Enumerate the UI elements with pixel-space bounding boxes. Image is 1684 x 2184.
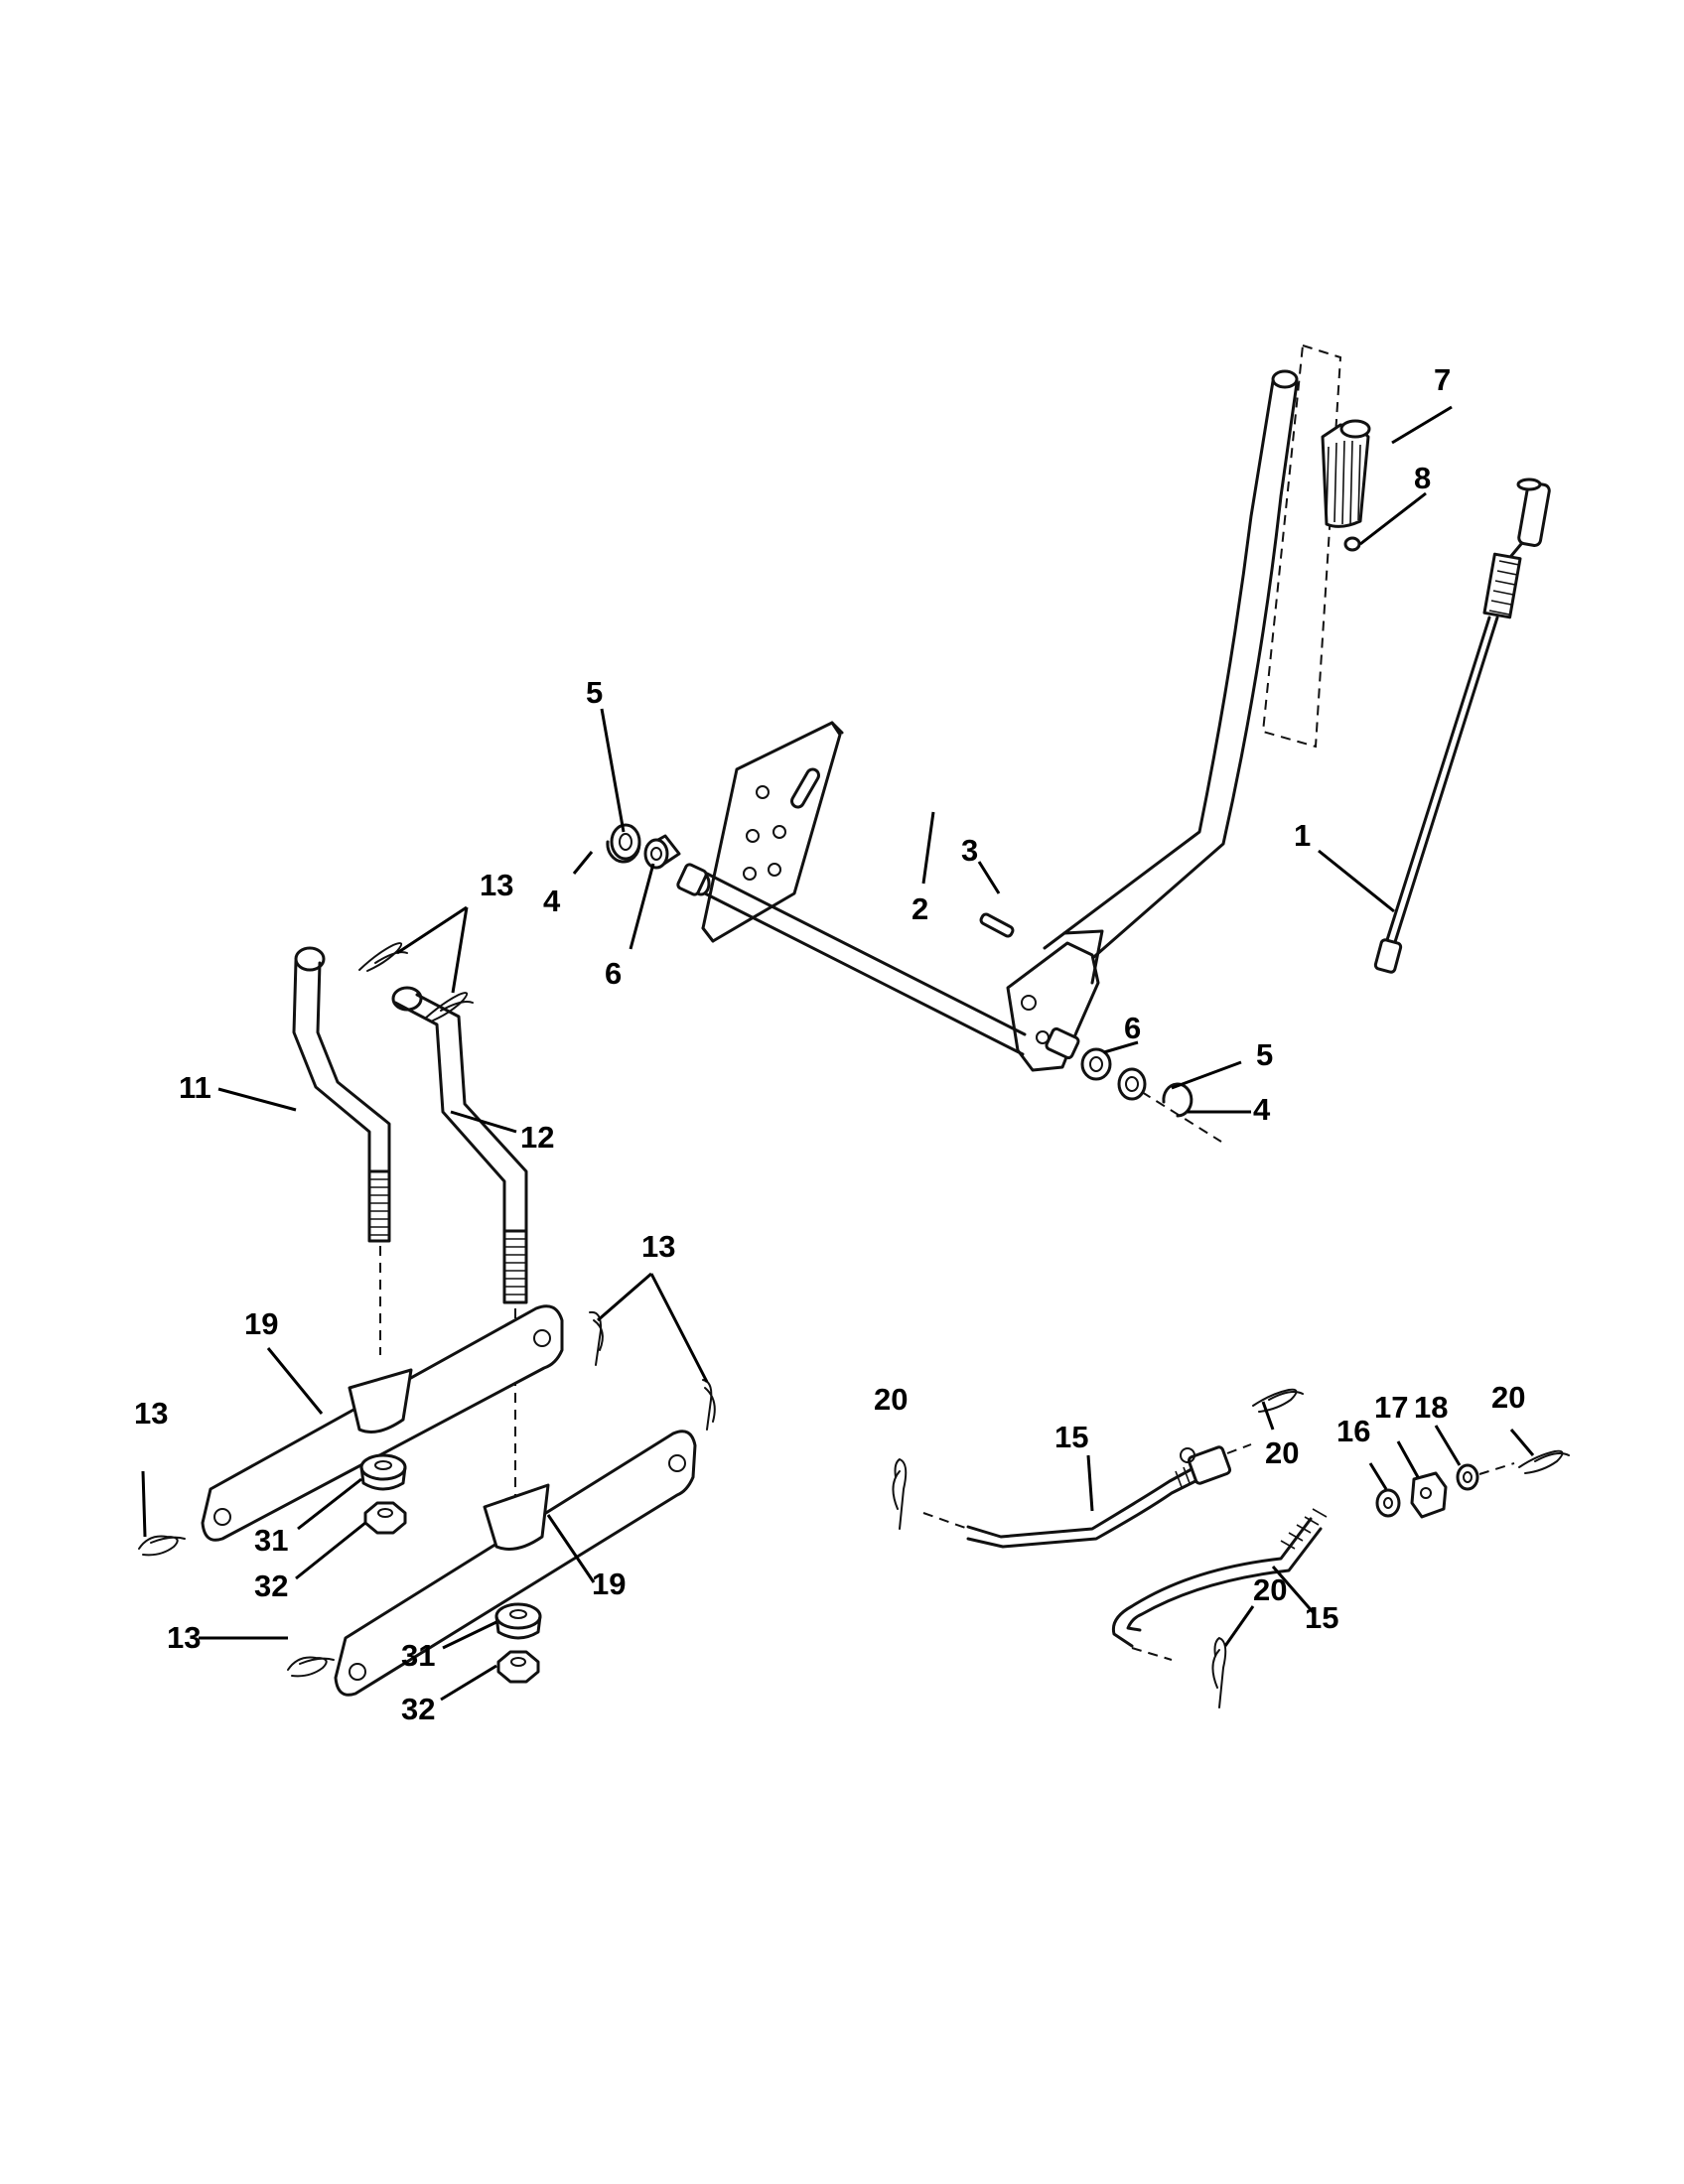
callout-labels: 1 2 3 4 4 5 5 6 6 7 8 11 12 13 13 13 13 … <box>134 362 1525 1726</box>
part-5-washer-right <box>1117 1067 1147 1101</box>
axis-line-right <box>1141 1091 1222 1143</box>
part-15-rod-upper <box>922 1443 1252 1549</box>
callout-18: 18 <box>1414 1390 1448 1425</box>
callout-31-upper: 31 <box>254 1523 288 1558</box>
part-2-shaft <box>676 863 1027 1056</box>
axis-line-fitting <box>1478 1462 1515 1475</box>
callout-32-lower: 32 <box>401 1692 435 1726</box>
part-8-plug <box>1343 536 1361 552</box>
callout-5-left: 5 <box>586 675 603 710</box>
callout-31-lower: 31 <box>401 1638 435 1673</box>
part-20-hairpin-d <box>1211 1636 1227 1708</box>
callout-15-lower: 15 <box>1305 1600 1338 1635</box>
part-18-nut <box>1456 1463 1479 1491</box>
callout-6-left: 6 <box>605 956 622 991</box>
callout-2: 2 <box>912 891 928 926</box>
part-5-washer-left <box>610 823 641 861</box>
callout-13-bottom: 13 <box>167 1620 201 1655</box>
part-20-hairpin-a <box>892 1457 908 1530</box>
part-6-bushing-right <box>1080 1047 1112 1081</box>
callout-4-right: 4 <box>1253 1092 1271 1127</box>
callout-13-top: 13 <box>480 868 513 902</box>
callout-3: 3 <box>961 833 978 868</box>
callout-1: 1 <box>1294 818 1311 853</box>
part-31-spacer-lower <box>494 1602 542 1640</box>
mounting-plate <box>701 721 844 943</box>
callout-11: 11 <box>179 1070 211 1105</box>
callout-15-upper: 15 <box>1054 1420 1088 1454</box>
part-20-hairpin-b <box>1252 1388 1304 1413</box>
part-16-washer <box>1375 1488 1401 1518</box>
part-1-cable <box>1373 478 1551 974</box>
callout-12: 12 <box>520 1120 554 1155</box>
callout-20-bottom: 20 <box>1253 1572 1287 1607</box>
part-13-hairpin-e <box>138 1535 186 1557</box>
part-3-pin <box>979 912 1015 938</box>
callout-32-upper: 32 <box>254 1569 288 1603</box>
part-32-nut-lower <box>496 1650 540 1684</box>
part-13-hairpin-b <box>424 992 474 1022</box>
part-7-grip <box>1321 419 1371 528</box>
part-19-lift-arm-lower <box>334 1430 697 1697</box>
part-15-rod-lower <box>1111 1508 1328 1661</box>
part-17-trunnion-block <box>1410 1471 1448 1519</box>
part-11-lift-link <box>292 946 391 1355</box>
callout-6-right: 6 <box>1124 1011 1141 1045</box>
callout-20-mid: 20 <box>1265 1435 1299 1470</box>
part-6-bushing-left <box>643 834 681 870</box>
callout-7: 7 <box>1434 362 1451 397</box>
part-32-nut-upper <box>363 1501 407 1535</box>
callout-13-left: 13 <box>134 1396 168 1431</box>
callout-19-upper: 19 <box>244 1306 278 1341</box>
callout-20-right: 20 <box>1491 1380 1525 1415</box>
callout-13-mid: 13 <box>641 1229 675 1264</box>
leader-lines <box>141 405 1535 1702</box>
callout-8: 8 <box>1414 461 1431 495</box>
shaft-right-end <box>1045 1026 1080 1060</box>
callout-16: 16 <box>1336 1414 1370 1448</box>
callout-17: 17 <box>1374 1390 1408 1425</box>
part-31-spacer-upper <box>359 1453 407 1491</box>
callout-5-right: 5 <box>1256 1037 1273 1072</box>
part-13-hairpin-c <box>589 1310 604 1366</box>
lift-lever <box>1006 343 1342 1072</box>
callout-19-lower: 19 <box>592 1567 626 1601</box>
callout-4-left: 4 <box>543 884 561 918</box>
part-13-hairpin-f <box>287 1656 335 1678</box>
part-19-lift-arm-upper <box>201 1304 564 1542</box>
callout-20-left: 20 <box>874 1382 908 1417</box>
part-4-e-ring-right <box>1162 1082 1193 1118</box>
part-20-hairpin-c <box>1518 1449 1570 1474</box>
part-13-hairpin-a <box>358 942 408 972</box>
part-13-hairpin-d <box>702 1379 716 1431</box>
